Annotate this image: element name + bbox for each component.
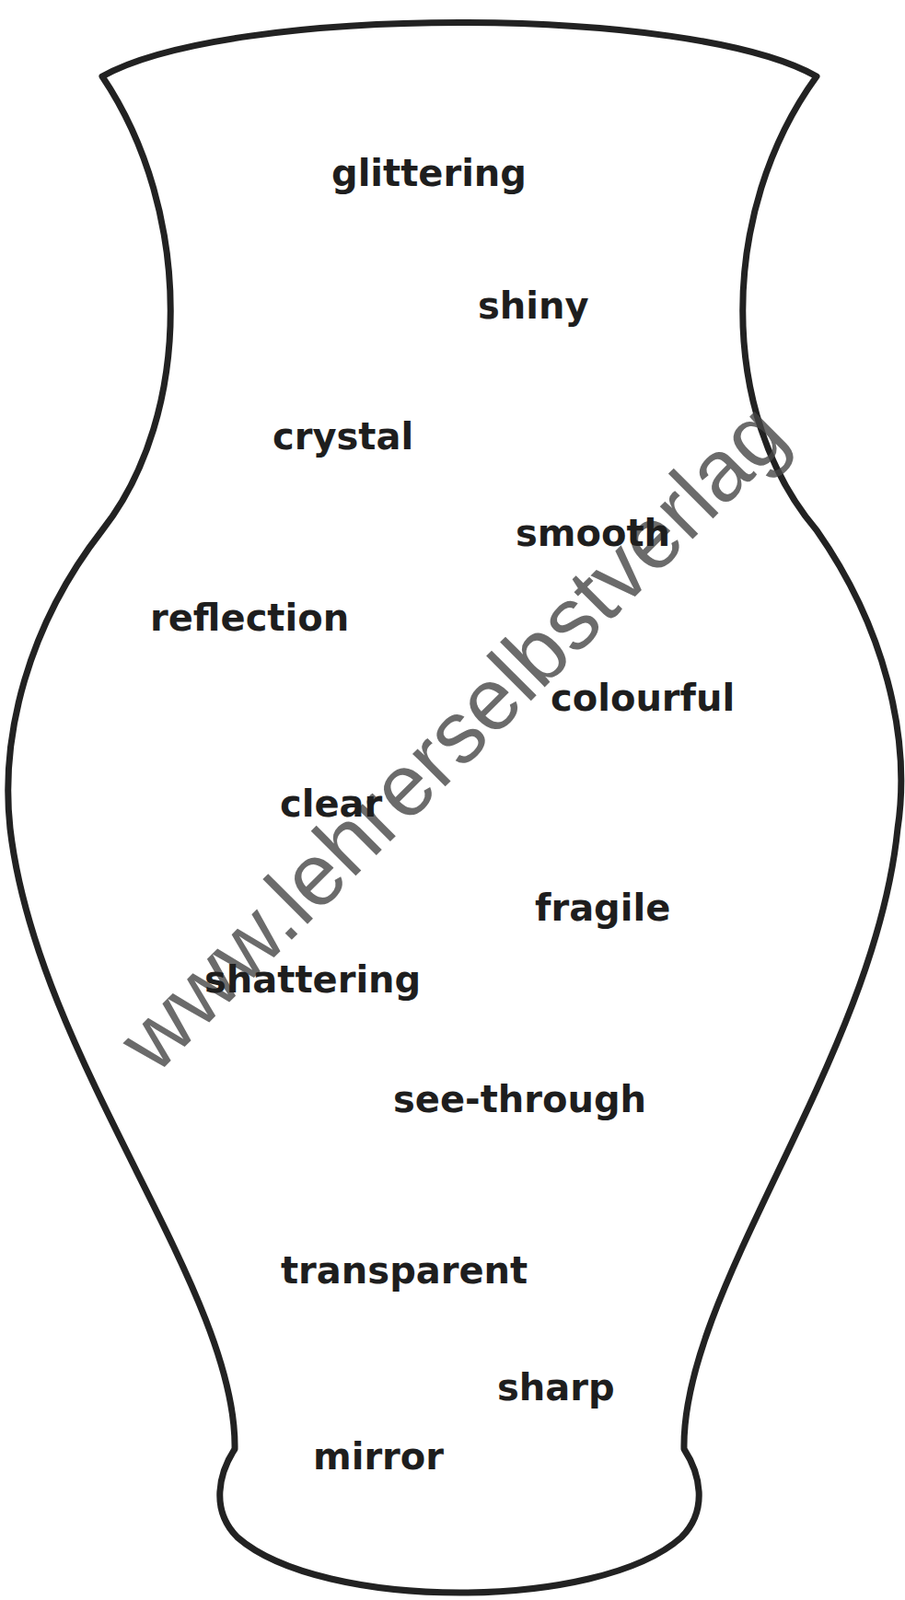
vase-word: smooth xyxy=(515,514,671,552)
vase-word: shattering xyxy=(204,961,421,998)
vase-word: colourful xyxy=(550,679,735,717)
vase-word: clear xyxy=(279,785,383,823)
vase-word: sharp xyxy=(497,1369,615,1406)
vase-word: fragile xyxy=(534,889,671,927)
vase-word: mirror xyxy=(313,1438,444,1475)
vase-word: glittering xyxy=(331,154,527,192)
vase-word: reflection xyxy=(150,599,349,637)
vase-word: transparent xyxy=(280,1252,528,1289)
vase-shape xyxy=(8,23,902,1594)
vase-word: shiny xyxy=(477,287,590,325)
vase-word: crystal xyxy=(272,417,414,455)
vase-word: see-through xyxy=(393,1080,647,1118)
